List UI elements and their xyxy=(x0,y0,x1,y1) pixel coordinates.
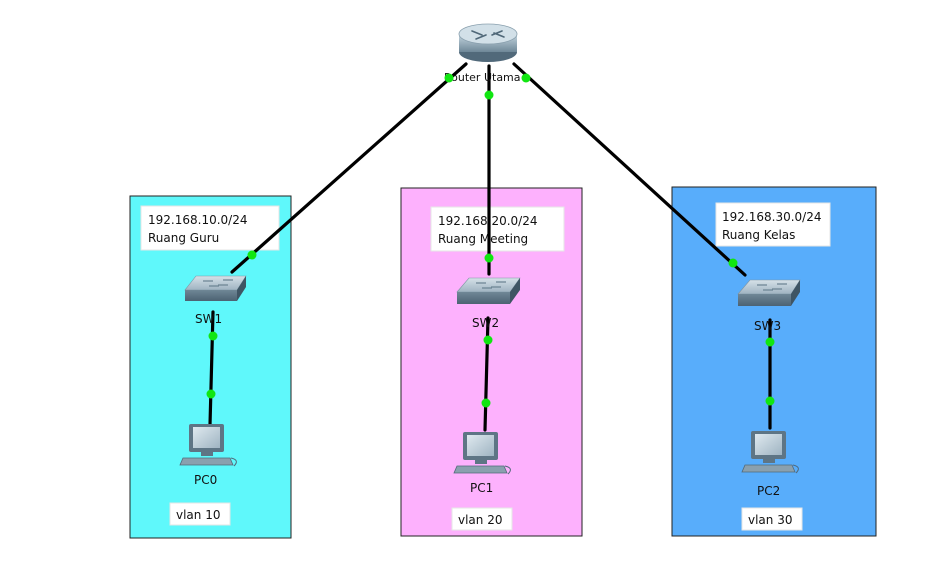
port-indicator xyxy=(484,90,494,100)
subnet-address: 192.168.30.0/24 xyxy=(722,210,821,224)
subnet-note[interactable]: 192.168.10.0/24 Ruang Guru xyxy=(140,205,280,251)
switch-icon xyxy=(184,275,247,301)
pc-pc1[interactable]: PC1 xyxy=(453,432,511,495)
subnet-note[interactable]: 192.168.20.0/24 Ruang Meeting xyxy=(430,206,565,252)
switch-icon xyxy=(737,279,801,306)
switch-icon xyxy=(456,277,521,304)
port-indicator xyxy=(208,331,218,341)
vlan-label: vlan 30 xyxy=(748,513,792,527)
room-name: Ruang Guru xyxy=(148,231,219,245)
pc-label: PC2 xyxy=(757,484,780,498)
switch-sw1[interactable]: SW1 xyxy=(184,275,247,326)
router-icon xyxy=(458,23,518,62)
switch-label: SW2 xyxy=(472,316,499,330)
router-device[interactable]: Router Utama xyxy=(444,23,521,84)
subnet-address: 192.168.10.0/24 xyxy=(148,213,247,227)
port-indicator xyxy=(484,253,494,263)
vlan-label: vlan 10 xyxy=(176,508,220,522)
port-indicator xyxy=(206,389,216,399)
switch-label: SW3 xyxy=(754,319,781,333)
vlan-note[interactable]: vlan 10 xyxy=(169,502,231,526)
pc-icon xyxy=(741,431,799,474)
link-router-sw3[interactable] xyxy=(512,62,747,277)
room-name: Ruang Meeting xyxy=(438,232,528,246)
port-indicator xyxy=(765,337,775,347)
vlan-note[interactable]: vlan 20 xyxy=(451,507,513,531)
switch-sw3[interactable]: SW3 xyxy=(737,279,801,333)
pc-label: PC1 xyxy=(470,481,493,495)
port-indicator xyxy=(247,250,257,260)
pc-icon xyxy=(453,432,511,475)
link-router-sw1[interactable] xyxy=(230,62,468,274)
subnet-note[interactable]: 192.168.30.0/24 Ruang Kelas xyxy=(715,202,831,247)
router-label: Router Utama xyxy=(444,71,521,84)
switch-label: SW1 xyxy=(195,312,222,326)
port-indicator xyxy=(521,73,531,83)
port-indicator xyxy=(483,335,493,345)
switch-sw2[interactable]: SW2 xyxy=(456,277,521,330)
pc-icon xyxy=(179,424,237,467)
vlan-note[interactable]: vlan 30 xyxy=(741,507,803,531)
pc-pc0[interactable]: PC0 xyxy=(179,424,237,487)
vlan-label: vlan 20 xyxy=(458,513,502,527)
pc-label: PC0 xyxy=(194,473,217,487)
port-indicator xyxy=(765,396,775,406)
room-name: Ruang Kelas xyxy=(722,228,795,242)
port-indicator xyxy=(728,258,738,268)
link-sw1-pc0[interactable] xyxy=(208,310,215,427)
port-indicator xyxy=(444,73,454,83)
port-indicator xyxy=(481,398,491,408)
pc-pc2[interactable]: PC2 xyxy=(741,431,799,498)
